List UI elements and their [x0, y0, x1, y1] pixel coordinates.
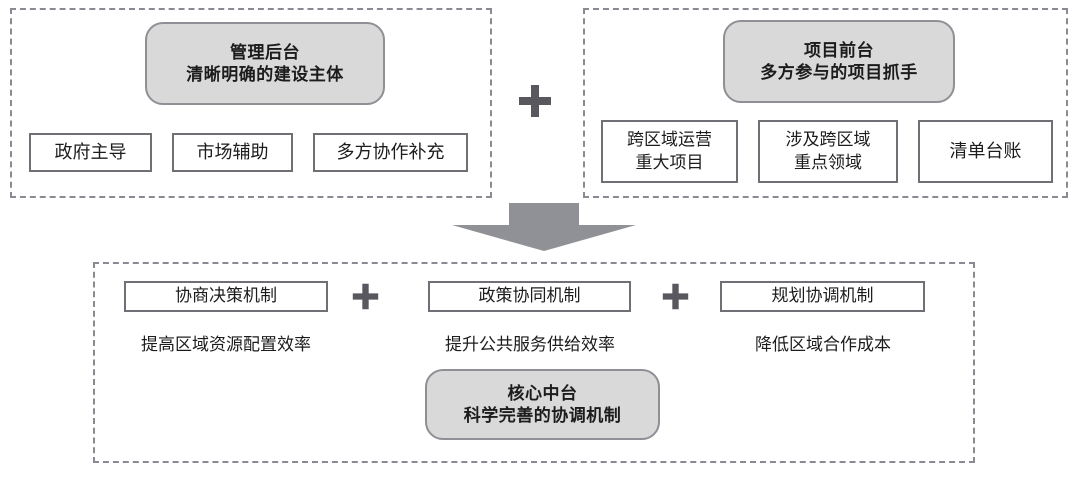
mechanism-caption-1-label: 提高区域资源配置效率	[141, 335, 311, 354]
management-backend-header-line2: 清晰明确的建设主体	[186, 64, 344, 84]
core-middle-platform-header-line2: 科学完善的协调机制	[463, 405, 622, 425]
panel-management-backend	[10, 8, 492, 198]
mechanism-caption-2-label: 提升公共服务供给效率	[445, 335, 615, 354]
project-frontend-item-3-label: 清单台账	[949, 140, 1022, 161]
panel-project-frontend	[583, 8, 1068, 198]
management-backend-item-2: 市场辅助	[172, 133, 293, 172]
mechanism-caption-3: 降低区域合作成本	[718, 330, 928, 355]
plus-icon-bottom-2	[662, 283, 689, 310]
mechanism-box-1-label: 协商决策机制	[175, 286, 277, 306]
management-backend-item-3: 多方协作补充	[313, 133, 468, 172]
mechanism-box-3: 规划协调机制	[720, 281, 925, 312]
down-arrow-icon	[452, 203, 636, 251]
management-backend-header-line1: 管理后台	[230, 43, 300, 63]
project-frontend-item-2-line1: 涉及跨区域	[785, 130, 871, 150]
mechanism-box-2-label: 政策协同机制	[478, 286, 581, 306]
plus-icon-bottom-1	[352, 283, 379, 310]
project-frontend-item-1-line2: 重大项目	[635, 152, 704, 172]
management-backend-item-1-label: 政府主导	[54, 141, 127, 162]
mechanism-box-3-label: 规划协调机制	[771, 286, 874, 306]
project-frontend-header-line2: 多方参与的项目抓手	[760, 62, 918, 82]
mechanism-caption-2: 提升公共服务供给效率	[408, 330, 652, 355]
core-middle-platform-header-line1: 核心中台	[507, 384, 578, 404]
project-frontend-item-2: 涉及跨区域 重点领域	[758, 120, 898, 183]
management-backend-header: 管理后台 清晰明确的建设主体	[145, 22, 385, 105]
mechanism-box-1: 协商决策机制	[124, 281, 328, 312]
management-backend-item-2-label: 市场辅助	[196, 141, 269, 162]
project-frontend-item-3: 清单台账	[918, 120, 1053, 183]
plus-icon-top	[518, 84, 552, 118]
core-middle-platform-header: 核心中台 科学完善的协调机制	[425, 369, 660, 440]
mechanism-caption-1: 提高区域资源配置效率	[104, 330, 348, 355]
project-frontend-item-1-line1: 跨区域运营	[627, 130, 712, 150]
project-frontend-header: 项目前台 多方参与的项目抓手	[723, 20, 955, 103]
project-frontend-header-line1: 项目前台	[804, 41, 874, 61]
management-backend-item-3-label: 多方协作补充	[336, 141, 445, 162]
project-frontend-item-1: 跨区域运营 重大项目	[601, 120, 738, 183]
mechanism-box-2: 政策协同机制	[428, 281, 631, 312]
project-frontend-item-2-line2: 重点领域	[794, 152, 862, 172]
mechanism-caption-3-label: 降低区域合作成本	[755, 335, 891, 354]
management-backend-item-1: 政府主导	[29, 133, 152, 172]
panel-core-middle-platform	[93, 262, 975, 463]
